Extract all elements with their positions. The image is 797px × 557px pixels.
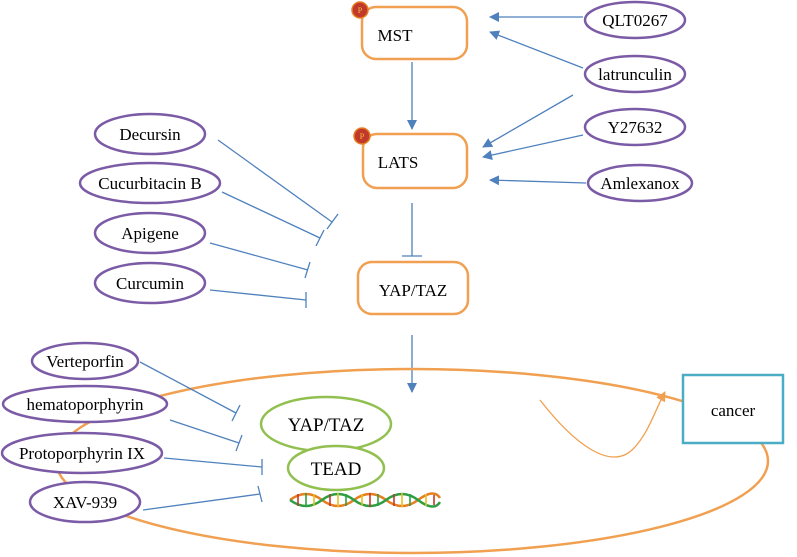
lats-inhibits-yap-taz (402, 203, 422, 257)
latrunculin-to-mst-arrow (489, 30, 584, 69)
amlexanox-label: Amlexanox (600, 174, 680, 193)
protoporphyrin-ix-inhibits-tead (163, 457, 263, 475)
hematoporphyrin-label: hematoporphyrin (26, 395, 144, 414)
latrunculin-oval (583, 54, 687, 94)
tead-oval (286, 444, 386, 492)
protoporphyrin-ix-oval (0, 431, 164, 475)
apigene-label: Apigene (121, 224, 179, 243)
decursin-inhibits-yap-taz (217, 139, 339, 230)
nuclear-yap-taz-label: YAP/TAZ (288, 415, 365, 436)
yap-taz-label: YAP/TAZ (379, 281, 448, 300)
xav939-oval (28, 480, 142, 524)
protoporphyrin-ix-label: Protoporphyrin IX (19, 444, 145, 463)
amlexanox-to-lats-arrow (489, 175, 587, 186)
qlt0267-oval (583, 0, 687, 40)
mst-label: MST (378, 26, 414, 45)
qlt0267-label: QLT0267 (602, 11, 668, 30)
cancer-label: cancer (711, 401, 756, 420)
decursin-oval (93, 112, 207, 156)
y27632-oval (583, 107, 687, 147)
decursin-label: Decursin (119, 125, 181, 144)
verteporfin-inhibits-nuclear-yap-taz (139, 361, 241, 422)
tead-label: TEAD (311, 459, 362, 480)
cancer-box (681, 373, 785, 445)
cucurbitacin-b-inhibits-yap-taz (221, 191, 325, 247)
svg-text:P: P (360, 132, 365, 141)
svg-text:P: P (358, 6, 363, 15)
hematoporphyrin-oval (1, 384, 169, 424)
mst-node (360, 5, 469, 61)
nucleus-to-cancer-arrow (539, 391, 666, 458)
dna-helix-icon (289, 492, 442, 508)
mst-phospho-badge: P (351, 1, 369, 19)
apigene-oval (93, 211, 207, 255)
curcumin-label: Curcumin (116, 274, 184, 293)
latrunculin-label: latrunculin (598, 65, 672, 84)
xav939-inhibits-tead (142, 485, 263, 511)
lats-phospho-badge: P (353, 127, 371, 145)
nucleus-oval (54, 367, 770, 555)
verteporfin-label: Verteporfin (46, 352, 124, 371)
hematoporphyrin-inhibits-nuclear-yap-taz (169, 419, 243, 452)
cucurbitacin-b-label: Cucurbitacin B (98, 174, 201, 193)
lats-label: LATS (378, 153, 419, 172)
lats-node (361, 132, 469, 190)
curcumin-inhibits-yap-taz (209, 289, 307, 308)
y27632-to-lats-arrow (482, 134, 584, 160)
curcumin-oval (93, 261, 207, 305)
latrunculin-to-lats-arrow (482, 94, 574, 148)
verteporfin-oval (30, 341, 140, 381)
yap-taz-node (356, 260, 470, 316)
y27632-label: Y27632 (608, 118, 663, 137)
cucurbitacin-b-oval (78, 161, 222, 205)
apigene-inhibits-yap-taz (209, 242, 311, 279)
amlexanox-oval (586, 163, 694, 203)
xav939-label: XAV-939 (53, 493, 117, 512)
